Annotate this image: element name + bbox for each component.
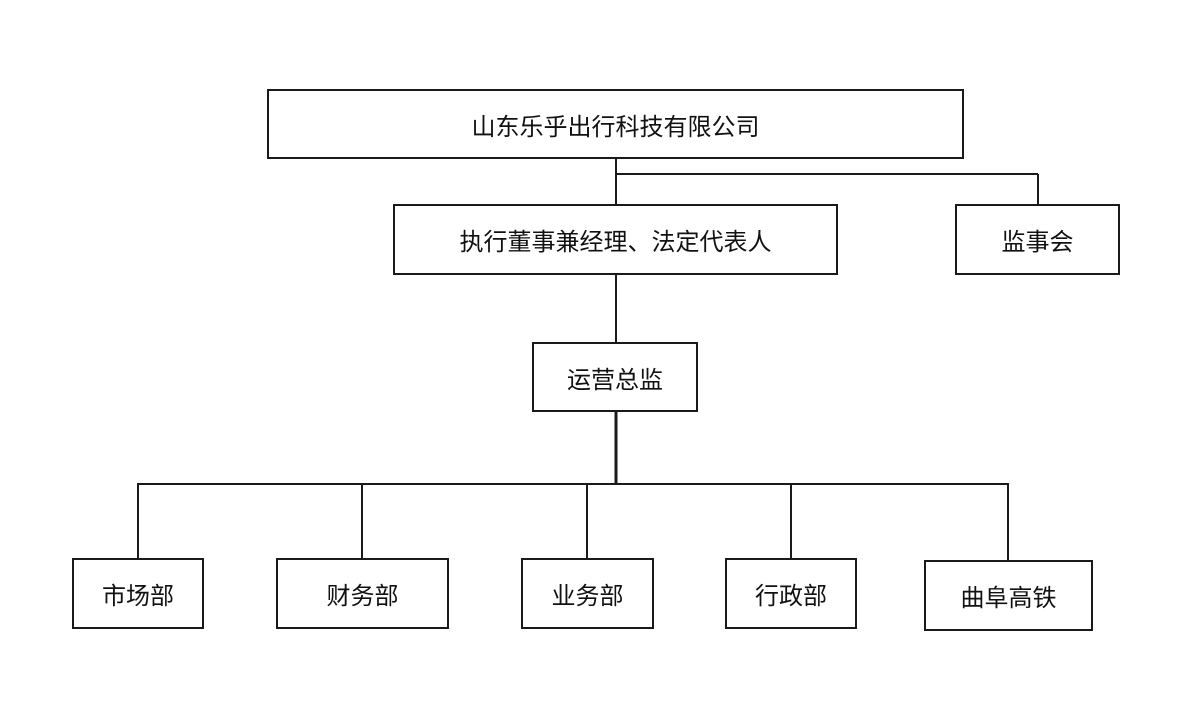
company-name: 山东乐乎出行科技有限公司 [471, 112, 760, 141]
department-box-business: 业务部 [521, 558, 654, 629]
department-box-finance: 财务部 [276, 558, 449, 629]
executive-box: 执行董事兼经理、法定代表人 [393, 204, 838, 275]
department-label: 市场部 [102, 582, 174, 610]
operations-director-label: 运营总监 [567, 365, 663, 394]
department-box-qufu-hsr: 曲阜高铁 [924, 560, 1093, 631]
department-label: 行政部 [755, 582, 827, 610]
department-label: 财务部 [326, 582, 399, 610]
company-box: 山东乐乎出行科技有限公司 [267, 89, 964, 159]
department-box-market: 市场部 [72, 558, 204, 629]
supervisory-board-label: 监事会 [1001, 228, 1074, 256]
executive-title: 执行董事兼经理、法定代表人 [459, 228, 772, 256]
operations-director-box: 运营总监 [532, 342, 698, 412]
department-box-admin: 行政部 [725, 558, 857, 629]
department-label: 曲阜高铁 [960, 584, 1057, 612]
supervisory-board-box: 监事会 [955, 204, 1120, 275]
department-label: 业务部 [551, 582, 624, 610]
